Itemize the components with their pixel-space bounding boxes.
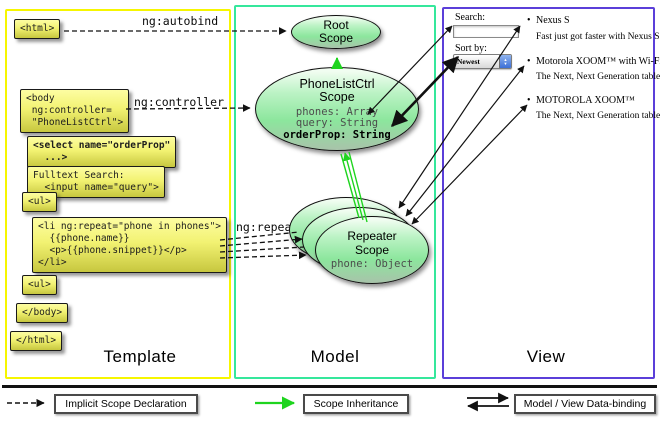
search-input[interactable] — [453, 25, 519, 38]
template-panel — [5, 9, 231, 379]
bullet-icon: • — [527, 56, 531, 67]
dropdown-stepper-icon: ▲ ▼ — [499, 55, 511, 68]
bullet-icon: • — [527, 95, 531, 106]
legend-scope-inheritance: Scope Inheritance — [303, 394, 409, 414]
sort-by-label: Sort by: — [455, 43, 487, 54]
phone-snippet: Fast just got faster with Nexus S. — [536, 32, 660, 42]
legend-separator-line — [2, 385, 657, 388]
phone-name: Motorola XOOM™ with Wi-Fi — [536, 56, 660, 67]
phone-snippet: The Next, Next Generation tablet. — [536, 72, 660, 82]
code-box-li-repeat: <li ng:repeat="phone in phones"> {{phone… — [32, 217, 228, 273]
code-box-body-open: <body ng:controller= "PhoneListCtrl"> — [20, 89, 130, 133]
repeater-scope-title: Repeater Scope — [347, 229, 397, 257]
template-panel-title: Template — [103, 347, 177, 366]
phone-name: Nexus S — [536, 15, 570, 26]
repeater-scope-props: phone: Object — [330, 258, 414, 270]
repeater-scope-ellipse: Repeater Scope phone: Object — [315, 216, 429, 284]
code-box-html-open: <html> — [14, 19, 61, 39]
legend-model-view-databinding: Model / View Data-binding — [514, 394, 656, 414]
root-scope-ellipse: Root Scope — [291, 15, 381, 49]
code-box-ul-open: <ul> — [22, 192, 57, 212]
view-panel-title: View — [526, 347, 566, 366]
root-scope-title: Root Scope — [318, 17, 354, 45]
label-ng-controller: ng:controller — [134, 95, 225, 109]
code-box-body-close: </body> — [16, 303, 69, 323]
code-box-ul-close: <ul> — [22, 275, 57, 295]
label-ng-repeat: ng:repeat — [236, 220, 299, 234]
phonelistctrl-scope-title: PhoneListCtrl Scope — [299, 76, 375, 104]
code-box-select-orderprop: <select name="orderProp" ...> — [27, 136, 177, 168]
bullet-icon: • — [527, 15, 531, 26]
code-box-html-close: </html> — [10, 331, 63, 351]
phone-name: MOTOROLA XOOM™ — [536, 95, 635, 106]
phonelistctrl-scope-ellipse: PhoneListCtrl Scope phones: Array query:… — [255, 67, 419, 151]
stepper-down-icon: ▼ — [503, 60, 508, 66]
model-panel — [234, 5, 436, 379]
phone-snippet: The Next, Next Generation tablet. — [536, 111, 660, 121]
legend-implicit-scope-declaration: Implicit Scope Declaration — [54, 394, 198, 414]
model-panel-title: Model — [310, 347, 360, 366]
phonelistctrl-scope-orderprop: orderProp: String — [283, 128, 391, 141]
search-label: Search: — [455, 12, 485, 23]
phonelistctrl-scope-props: phones: Array query: String — [295, 105, 379, 129]
label-ng-autobind: ng:autobind — [142, 14, 219, 28]
sort-dropdown-value: Newest — [457, 57, 480, 66]
sort-dropdown[interactable]: Newest ▲ ▼ — [453, 54, 512, 69]
